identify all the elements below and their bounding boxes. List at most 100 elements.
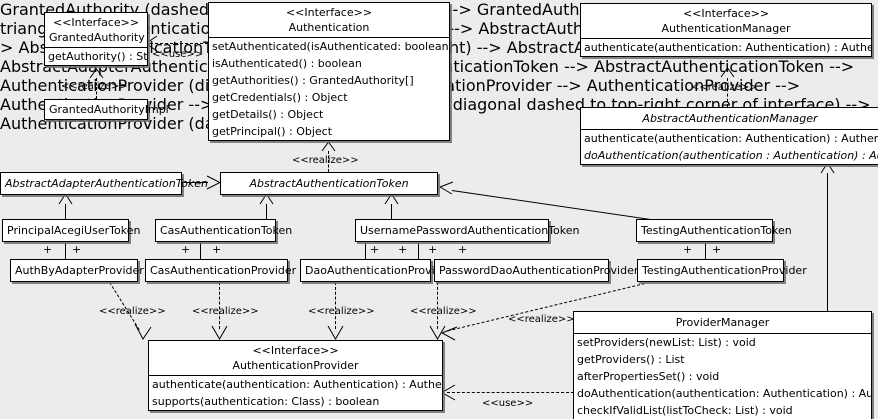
class-header-authentication-manager: <<Interface>> AuthenticationManager [581,4,871,38]
operation-item: getDetails() : Object [212,108,324,121]
generalization-link-provider-manager [827,173,828,311]
realize-link-granted-authority-impl [96,78,97,99]
visibility-marker: + [181,243,191,256]
class-box-testing-authentication-token[interactable]: TestingAuthenticationToken [636,219,792,242]
generalization-triangle-icon [438,180,454,196]
class-box-abstract-authentication-manager[interactable]: AbstractAuthenticationManager authentica… [580,107,878,165]
operation-item: checkIfValidList(listToCheck: List) : vo… [577,404,793,417]
class-box-password-dao-authentication-provider[interactable]: PasswordDaoAuthenticationProvider [434,259,639,282]
use-link-authentication-granted-authority [150,43,208,44]
realize-label-dao-authentication-provider: <<realize>> [308,306,375,317]
class-box-provider-manager[interactable]: ProviderManager setProviders(newList: Li… [573,311,872,419]
class-box-granted-authority[interactable]: <<Interface>> GrantedAuthority getAuthor… [44,12,148,66]
class-name-username-password-authentication-token: UsernamePasswordAuthenticationToken [360,224,580,237]
operation-item: getPrincipal() : Object [212,125,333,138]
class-box-granted-authority-impl[interactable]: GrantedAuthorityImpl [44,99,169,120]
class-name-abstract-authentication-token: AbstractAuthenticationToken [249,177,409,190]
class-box-abstract-adapter-authentication-token[interactable]: AbstractAdapterAuthenticationToken [0,172,208,195]
realize-link-password-dao-authentication-provider [437,282,438,329]
class-box-authentication-provider[interactable]: <<Interface>> AuthenticationProvider aut… [148,340,443,411]
visibility-marker: + [398,243,408,256]
association-link-username-token-dao-provider [365,241,366,260]
class-header-cas-authentication-token: CasAuthenticationToken [156,220,293,241]
stereotype-interface: <<Interface>> [285,6,373,19]
class-header-principal-acegi-user-token: PrincipalAcegiUserToken [3,220,141,241]
visibility-marker: + [212,243,222,256]
realize-label-abstract-authentication-manager: <<realize>> [691,82,758,93]
class-box-abstract-authentication-token[interactable]: AbstractAuthenticationToken [220,172,438,195]
class-header-dao-authentication-provider: DaoAuthenticationProvider [301,260,453,281]
class-name-cas-authentication-provider: CasAuthenticationProvider [150,264,297,277]
visibility-marker: + [428,243,438,256]
operation-item: doAuthentication(authentication: Authent… [577,387,871,400]
class-name-auth-by-adapter-provider: AuthByAdapterProvider [15,264,144,277]
generalization-triangle-icon [720,67,735,78]
class-box-authentication[interactable]: <<Interface>> Authentication setAuthenti… [208,2,450,141]
operation-item: getCredentials() : Object [212,91,348,104]
class-box-cas-authentication-token[interactable]: CasAuthenticationToken [155,219,293,242]
class-box-principal-acegi-user-token[interactable]: PrincipalAcegiUserToken [2,219,141,242]
class-name-granted-authority: GrantedAuthority [49,31,145,44]
class-name-provider-manager: ProviderManager [675,316,770,329]
class-header-abstract-adapter-authentication-token: AbstractAdapterAuthenticationToken [1,173,208,194]
class-name-principal-acegi-user-token: PrincipalAcegiUserToken [7,224,141,237]
realize-label-auth-by-adapter-provider: <<realize>> [99,306,166,317]
class-box-cas-authentication-provider[interactable]: CasAuthenticationProvider [145,259,297,282]
class-header-password-dao-authentication-provider: PasswordDaoAuthenticationProvider [435,260,639,281]
operations-compartment-provider-manager: setProviders(newList: List) : void getPr… [574,334,871,419]
compartment-separator [574,333,871,334]
open-arrow-head-icon [327,325,344,341]
visibility-marker: + [370,243,380,256]
class-header-abstract-authentication-manager: AbstractAuthenticationManager [581,108,878,129]
generalization-link-username-password-token [391,204,392,220]
operation-item: setAuthenticated(isAuthenticated: boolea… [212,40,449,53]
class-header-granted-authority-impl: GrantedAuthorityImpl [45,100,169,119]
class-box-authentication-manager[interactable]: <<Interface>> AuthenticationManager auth… [580,3,872,57]
generalization-link-principal-acegi-token [65,204,66,220]
association-link-cas-token-cas-provider [200,241,201,260]
visibility-marker: + [72,243,82,256]
class-box-testing-authentication-provider[interactable]: TestingAuthenticationProvider [637,259,807,282]
open-arrow-head-icon [429,325,446,341]
stereotype-interface: <<Interface>> [252,344,339,357]
class-header-auth-by-adapter-provider: AuthByAdapterProvider [11,260,144,281]
class-header-testing-authentication-provider: TestingAuthenticationProvider [638,260,807,281]
association-link-username-token-password-dao-provider [418,241,419,260]
realize-link-cas-authentication-provider [219,282,220,329]
compartment-separator [581,129,878,130]
association-link-principal-token-auth-by-adapter [65,241,66,260]
use-link-provider-manager-authentication-provider [447,392,574,393]
class-header-provider-manager: ProviderManager [574,312,871,333]
class-name-dao-authentication-provider: DaoAuthenticationProvider [305,264,453,277]
class-name-abstract-authentication-manager: AbstractAuthenticationManager [642,112,818,125]
class-box-dao-authentication-provider[interactable]: DaoAuthenticationProvider [300,259,453,282]
open-arrow-head-icon [134,322,152,341]
open-arrow-head-icon [440,326,458,342]
class-header-testing-authentication-token: TestingAuthenticationToken [637,220,792,241]
operations-compartment-authentication-manager: authenticate(authentication: Authenticat… [581,39,871,56]
realize-label-password-dao-authentication-provider: <<realize>> [410,306,477,317]
visibility-marker: + [712,243,722,256]
class-name-cas-authentication-token: CasAuthenticationToken [160,224,293,237]
class-header-username-password-authentication-token: UsernamePasswordAuthenticationToken [356,220,580,241]
realize-label-testing-authentication-provider: <<realize>> [508,314,575,325]
compartment-separator [149,375,442,376]
class-name-testing-authentication-provider: TestingAuthenticationProvider [642,264,807,277]
stereotype-interface: <<Interface>> [52,16,140,29]
realize-link-abstract-authentication-token [328,151,329,172]
realize-link-abstract-authentication-manager [727,78,728,107]
class-box-auth-by-adapter-provider[interactable]: AuthByAdapterProvider [10,259,144,282]
compartment-separator [209,37,449,38]
operation-item: setProviders(newList: List) : void [577,336,756,349]
open-arrow-head-icon [211,325,228,341]
class-name-password-dao-authentication-provider: PasswordDaoAuthenticationProvider [439,264,639,277]
class-box-username-password-authentication-token[interactable]: UsernamePasswordAuthenticationToken [355,219,580,242]
operation-item: isAuthenticated() : boolean [212,57,362,70]
realize-link-dao-authentication-provider [335,282,336,329]
operation-item-abstract: doAuthentication(authentication : Authen… [584,149,878,162]
operation-item: authenticate(authentication: Authenticat… [584,132,878,145]
operations-compartment-authentication-provider: authenticate(authentication: Authenticat… [149,376,442,410]
class-name-authentication-manager: AuthenticationManager [661,22,791,35]
operations-compartment-abstract-authentication-manager: authenticate(authentication: Authenticat… [581,130,878,164]
